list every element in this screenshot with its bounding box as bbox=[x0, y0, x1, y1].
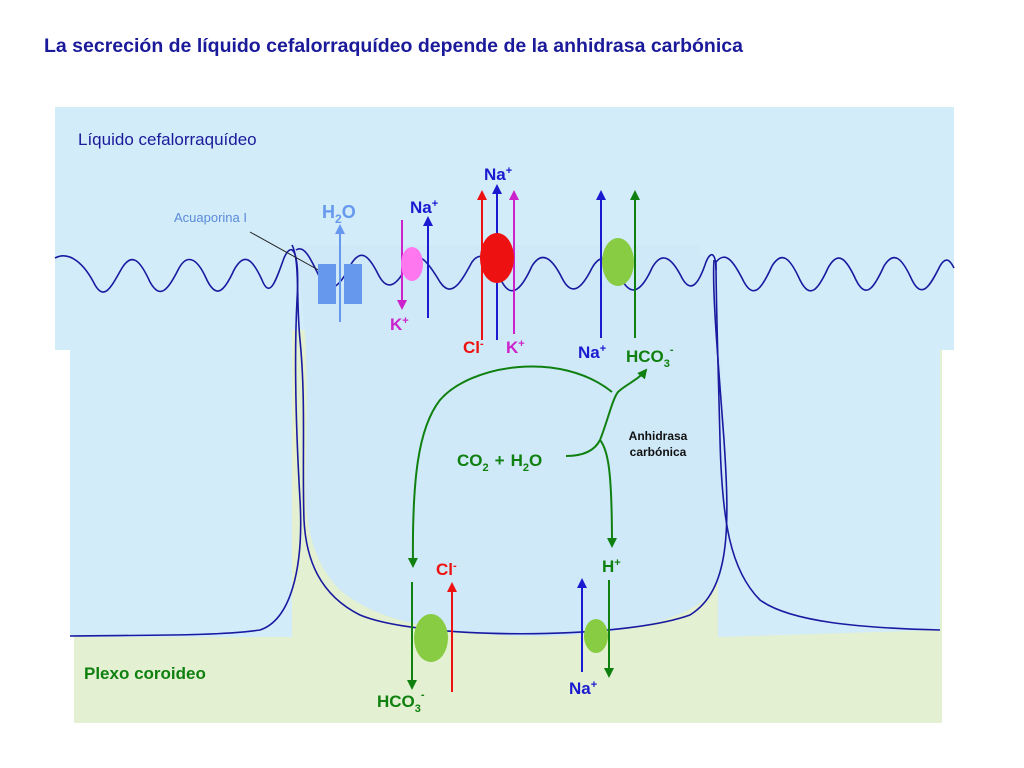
enzyme-label-line2: carbónica bbox=[630, 445, 687, 459]
na-k-pump bbox=[401, 247, 423, 281]
na-basal-label: Na+ bbox=[569, 679, 597, 698]
reaction-stem bbox=[565, 439, 601, 457]
page-title: La secreción de líquido cefalorraquídeo … bbox=[44, 35, 743, 57]
right-cell-membrane bbox=[715, 256, 955, 292]
na-nkcc-label: Na+ bbox=[484, 165, 512, 184]
cl-basal-label: Cl- bbox=[436, 560, 457, 579]
left-cell-membrane bbox=[54, 248, 302, 637]
plexus-label: Plexo coroideo bbox=[84, 664, 206, 683]
cl-hco3-exchanger bbox=[414, 614, 448, 662]
nkcc-transporter bbox=[480, 233, 514, 283]
h2o-label: H2O bbox=[322, 202, 356, 226]
reaction-formula: CO2+H2O bbox=[457, 451, 542, 474]
aquaporin-channel-left bbox=[318, 264, 336, 304]
hco3-nbc-label: HCO3- bbox=[626, 344, 674, 370]
epithelial-cell bbox=[290, 245, 729, 637]
aquaporin-label: Acuaporina I bbox=[174, 210, 247, 225]
hco3-branch-arrow bbox=[599, 368, 648, 441]
enzyme-label-line1: Anhidrasa bbox=[629, 429, 688, 443]
aquaporin-pointer bbox=[249, 231, 323, 273]
right-stroma bbox=[718, 270, 952, 637]
na-h-exchanger bbox=[584, 619, 608, 653]
na-nbc-label: Na+ bbox=[578, 343, 606, 362]
left-stroma bbox=[55, 255, 292, 637]
k-pump-label: K+ bbox=[390, 315, 409, 334]
k-nkcc-label: K+ bbox=[506, 338, 525, 357]
cl-hco3-recycle-arrow bbox=[407, 365, 613, 568]
na-hco3-transporter bbox=[602, 238, 634, 286]
hco3-basal-label: HCO3- bbox=[377, 689, 425, 715]
na-pump-label: Na+ bbox=[410, 198, 438, 217]
h-branch-arrow bbox=[599, 439, 617, 548]
h-basal-label: H+ bbox=[602, 557, 621, 576]
aquaporin-channel-right bbox=[344, 264, 362, 304]
cl-nkcc-label: Cl- bbox=[463, 338, 484, 357]
csf-label: Líquido cefalorraquídeo bbox=[78, 130, 257, 149]
right-cell-basal bbox=[715, 261, 941, 631]
apical-membrane bbox=[295, 248, 717, 292]
